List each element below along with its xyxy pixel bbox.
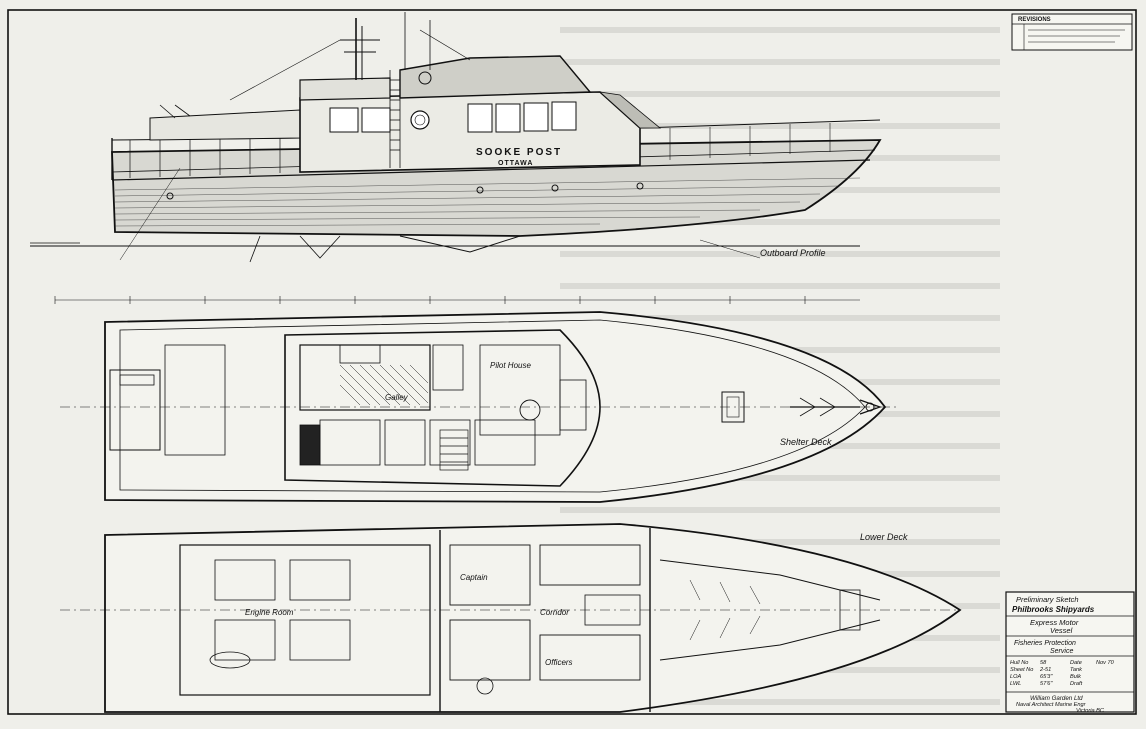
officers-cabin-label: Officers — [545, 658, 573, 667]
particular-label: Sheet No — [1010, 667, 1033, 673]
pilot-house-label: Pilot House — [490, 361, 531, 370]
hull-name-text: SOOKE POST — [476, 147, 562, 158]
shelter-deck-label: Shelter Deck — [780, 437, 832, 447]
title-service-2: Service — [1050, 648, 1073, 655]
title-vessel-type-1: Express Motor — [1030, 618, 1079, 627]
profile-view-label: Outboard Profile — [760, 248, 826, 258]
particular-label-2: Draft — [1070, 681, 1083, 687]
hull-port-text: OTTAWA — [498, 160, 533, 167]
architect-line-3: Victoria BC — [1076, 708, 1105, 714]
galley-label: Galley — [385, 393, 409, 402]
particular-value: 2-51 — [1039, 667, 1051, 673]
outboard-profile-view — [30, 12, 882, 304]
title-service-1: Fisheries Protection — [1014, 640, 1076, 647]
title-status: Preliminary Sketch — [1016, 595, 1079, 604]
particular-value: 57'6" — [1040, 681, 1053, 687]
engine-room-label: Engine Room — [245, 608, 294, 617]
title-particulars: Hull No 58 Date Nov 70 Sheet No 2-51 Tan… — [1010, 660, 1115, 687]
particular-label-2: Bulk — [1070, 674, 1082, 680]
particular-value: 58 — [1040, 660, 1047, 666]
title-vessel-type-2: Vessel — [1050, 626, 1073, 635]
title-block — [1005, 591, 1135, 713]
revisions-title: REVISIONS — [1018, 17, 1051, 23]
captain-cabin-label: Captain — [460, 573, 488, 582]
architect-line-2: Naval Architect Marine Engr — [1016, 702, 1087, 708]
revisions-block — [1011, 13, 1133, 51]
shelter-deck-plan — [60, 311, 900, 503]
title-yard: Philbrooks Shipyards — [1012, 605, 1095, 614]
drawing-frame — [7, 9, 1137, 715]
particular-label: Hull No — [1010, 660, 1028, 666]
architect-line-1: William Garden Ltd — [1030, 695, 1083, 702]
particular-value: 65'3" — [1040, 674, 1053, 680]
particular-label-2: Tank — [1070, 667, 1083, 673]
particular-label-2: Date — [1070, 660, 1082, 666]
corridor-label: Corridor — [540, 608, 569, 617]
particular-value-2: Nov 70 — [1096, 660, 1115, 666]
lower-deck-plan — [60, 523, 962, 713]
particular-label: LWL — [1010, 681, 1021, 687]
lower-deck-label: Lower Deck — [860, 532, 908, 542]
particular-label: LOA — [1010, 674, 1021, 680]
